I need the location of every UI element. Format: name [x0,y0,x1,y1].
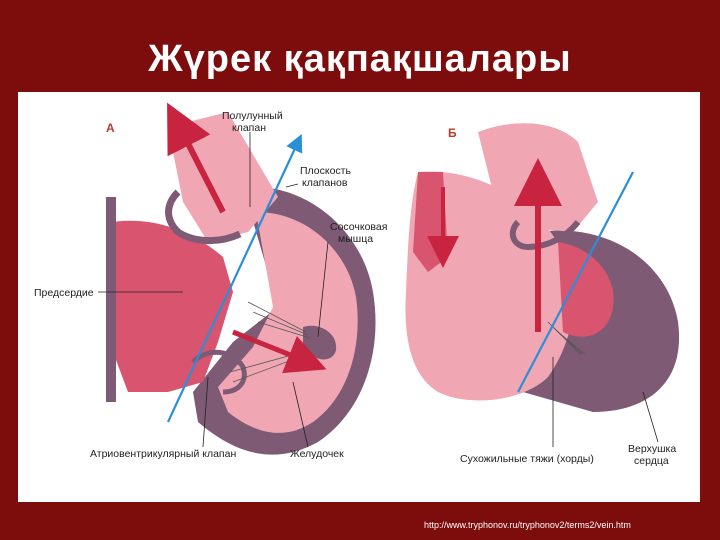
source-url[interactable]: http://www.tryphonov.ru/tryphonov2/terms… [424,520,631,530]
label-apex-line2: сердца [634,455,669,467]
label-valve-plane-line2: клапанов [302,177,348,189]
label-chordae: Сухожильные тяжи (хорды) [460,453,594,465]
panel-b-label: Б [448,126,457,140]
panel-b [405,123,680,447]
panel-a-atrium-wall [106,197,116,402]
panel-a-leader-lines [98,132,329,448]
label-semilunar-valve-line2: клапан [232,122,266,134]
panel-a-flow-arrow-in [232,329,327,374]
label-ventricle: Желудочек [290,448,344,460]
label-av-valve: Атриовентрикулярный клапан [90,448,236,460]
panel-b-atrium [405,171,574,401]
slide-title: Жүрек қақпақшалары [148,38,572,80]
panel-a-valve-plane-line [167,134,303,423]
heart-valves-diagram: А Б Полулунный клапан Плоскость клапанов… [18,92,700,502]
label-papillary-muscle-line2: мышца [338,233,373,245]
label-papillary-muscle-line1: Сосочковая [330,221,387,233]
label-valve-plane-line1: Плоскость [300,165,351,177]
panel-b-valve-plane-line [517,171,634,393]
panel-a-aorta-wall [165,189,242,245]
panel-a-flow-arrow-out [167,102,226,214]
label-semilunar-valve-line1: Полулунный [222,110,283,122]
label-apex-line1: Верхушка [628,443,676,455]
panel-b-ventricle-cavity [558,242,614,337]
panel-a [98,102,376,455]
label-atrium: Предсердие [34,287,94,299]
panel-a-label: А [106,121,115,135]
diagram-canvas: А Б Полулунный клапан Плоскость клапанов… [34,102,680,467]
panel-a-av-valve-leaflet [191,349,247,395]
panel-b-leader-lines [552,357,659,447]
panel-b-outflow-wall [509,219,581,251]
panel-b-papillary-muscle [573,354,607,381]
